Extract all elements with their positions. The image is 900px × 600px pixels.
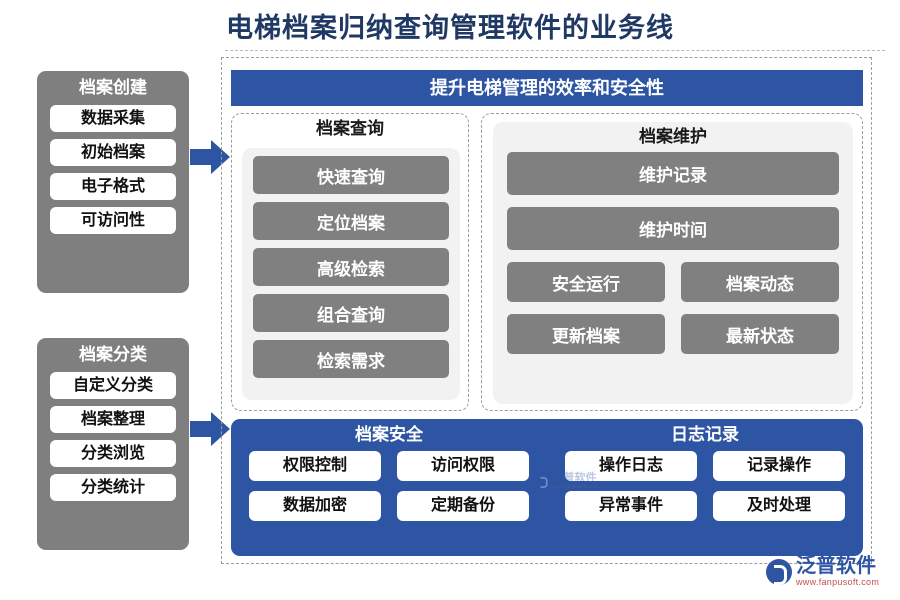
archive-query-panel: 快速查询 定位档案 高级检索 组合查询 检索需求 bbox=[242, 148, 460, 400]
archive-query-button-list: 快速查询 定位档案 高级检索 组合查询 检索需求 bbox=[253, 156, 449, 378]
arrow-head bbox=[211, 412, 230, 446]
column-title-log-record: 日志记录 bbox=[671, 425, 739, 444]
page-title: 电梯档案归纳查询管理软件的业务线 bbox=[226, 13, 674, 43]
archive-maintain-wide-list: 维护记录 维护时间 bbox=[507, 152, 839, 250]
button-archive-dynamics[interactable]: 档案动态 bbox=[681, 262, 839, 302]
sidebar-item-category-browse[interactable]: 分类浏览 bbox=[50, 440, 176, 467]
sidebar-item-accessibility[interactable]: 可访问性 bbox=[50, 207, 176, 234]
sidebar-group-archive-classify: 档案分类 自定义分类 档案整理 分类浏览 分类统计 bbox=[37, 338, 189, 550]
sidebar-item-custom-category[interactable]: 自定义分类 bbox=[50, 372, 176, 399]
sidebar-item-data-collection[interactable]: 数据采集 bbox=[50, 105, 176, 132]
button-advanced-search[interactable]: 高级检索 bbox=[253, 248, 449, 286]
arrow-shaft bbox=[190, 421, 213, 437]
sidebar-item-initial-archive[interactable]: 初始档案 bbox=[50, 139, 176, 166]
sidebar-group-archive-create: 档案创建 数据采集 初始档案 电子格式 可访问性 bbox=[37, 71, 189, 293]
column-title-archive-security: 档案安全 bbox=[355, 425, 423, 444]
main-dashed-frame bbox=[221, 57, 872, 564]
sidebar-item-electronic-format[interactable]: 电子格式 bbox=[50, 173, 176, 200]
button-latest-status[interactable]: 最新状态 bbox=[681, 314, 839, 354]
log-record-button-grid: 操作日志 记录操作 异常事件 及时处理 bbox=[563, 451, 847, 521]
button-operation-log[interactable]: 操作日志 bbox=[565, 451, 697, 481]
button-timely-handling[interactable]: 及时处理 bbox=[713, 491, 845, 521]
title-divider bbox=[225, 50, 885, 51]
archive-maintain-panel: 档案维护 维护记录 维护时间 安全运行 档案动态 更新档案 最新状态 bbox=[493, 122, 853, 404]
button-data-encryption[interactable]: 数据加密 bbox=[249, 491, 381, 521]
section-title-archive-maintain: 档案维护 bbox=[639, 127, 707, 146]
archive-security-button-grid: 权限控制 访问权限 数据加密 定期备份 bbox=[247, 451, 531, 521]
button-quick-query[interactable]: 快速查询 bbox=[253, 156, 449, 194]
button-safe-operation[interactable]: 安全运行 bbox=[507, 262, 665, 302]
archive-maintain-grid-list: 安全运行 档案动态 更新档案 最新状态 bbox=[507, 262, 839, 354]
button-locate-archive[interactable]: 定位档案 bbox=[253, 202, 449, 240]
button-maintenance-time[interactable]: 维护时间 bbox=[507, 207, 839, 250]
button-permission-control[interactable]: 权限控制 bbox=[249, 451, 381, 481]
button-update-archive[interactable]: 更新档案 bbox=[507, 314, 665, 354]
button-abnormal-event[interactable]: 异常事件 bbox=[565, 491, 697, 521]
bottom-column-archive-security: 档案安全 权限控制 访问权限 数据加密 定期备份 bbox=[231, 419, 547, 556]
section-archive-maintain: 档案维护 维护记录 维护时间 安全运行 档案动态 更新档案 最新状态 bbox=[481, 113, 863, 411]
button-record-operation[interactable]: 记录操作 bbox=[713, 451, 845, 481]
section-title-archive-query: 档案查询 bbox=[316, 119, 384, 138]
sidebar-group-title: 档案创建 bbox=[79, 78, 147, 97]
main-banner: 提升电梯管理的效率和安全性 bbox=[231, 70, 863, 106]
sidebar-group-item-list: 自定义分类 档案整理 分类浏览 分类统计 bbox=[37, 372, 189, 511]
button-access-permission[interactable]: 访问权限 bbox=[397, 451, 529, 481]
brand-url: www.fanpusoft.com bbox=[796, 577, 880, 587]
arrow-right-icon-bottom bbox=[190, 412, 230, 446]
sidebar-group-item-list: 数据采集 初始档案 电子格式 可访问性 bbox=[37, 105, 189, 244]
sidebar-group-title: 档案分类 bbox=[79, 345, 147, 364]
button-maintenance-record[interactable]: 维护记录 bbox=[507, 152, 839, 195]
section-archive-query: 档案查询 快速查询 定位档案 高级检索 组合查询 检索需求 bbox=[231, 113, 469, 411]
bottom-blue-panel: 档案安全 权限控制 访问权限 数据加密 定期备份 日志记录 操作日志 记录操作 … bbox=[231, 419, 863, 556]
arrow-right-icon-top bbox=[190, 140, 230, 174]
button-periodic-backup[interactable]: 定期备份 bbox=[397, 491, 529, 521]
sidebar-item-archive-organize[interactable]: 档案整理 bbox=[50, 406, 176, 433]
arrow-head bbox=[211, 140, 230, 174]
bottom-column-log-record: 日志记录 操作日志 记录操作 异常事件 及时处理 bbox=[547, 419, 863, 556]
button-search-requirement[interactable]: 检索需求 bbox=[253, 340, 449, 378]
sidebar-item-category-statistics[interactable]: 分类统计 bbox=[50, 474, 176, 501]
button-combined-query[interactable]: 组合查询 bbox=[253, 294, 449, 332]
arrow-shaft bbox=[190, 149, 213, 165]
